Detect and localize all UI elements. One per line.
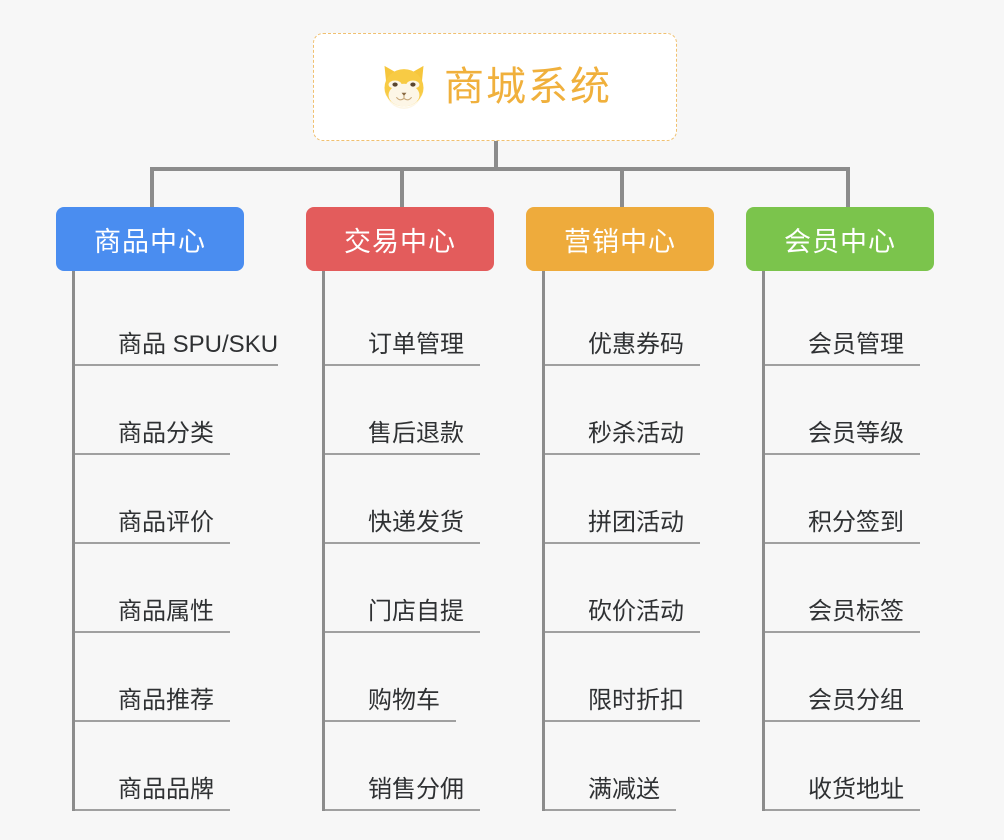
leaf-label: 快递发货 — [368, 509, 464, 536]
branch-column-member-center: 会员中心 会员管理 会员等级 积分签到 会员标签 会员分组 — [746, 207, 966, 811]
shiba-dog-icon — [384, 65, 424, 109]
leaf-underline — [75, 542, 230, 544]
leaf-label: 售后退款 — [368, 420, 464, 447]
branch-column-trade-center: 交易中心 订单管理 售后退款 快递发货 门店自提 购物车 — [306, 207, 526, 811]
leaf-item[interactable]: 会员管理 — [765, 277, 966, 366]
leaf-underline — [75, 809, 230, 811]
leaf-item[interactable]: 商品评价 — [75, 455, 306, 544]
connector-branch-4-vertical — [846, 167, 850, 209]
leaf-underline — [545, 542, 700, 544]
leaf-label: 会员等级 — [808, 420, 904, 447]
root-node[interactable]: 商城系统 — [313, 33, 677, 141]
connector-horizontal-bus — [150, 167, 850, 171]
leaf-label: 订单管理 — [368, 331, 464, 358]
leaf-label: 商品 SPU/SKU — [118, 331, 279, 358]
leaf-item[interactable]: 商品品牌 — [75, 722, 306, 811]
leaf-item[interactable]: 满减送 — [545, 722, 746, 811]
leaf-item[interactable]: 快递发货 — [325, 455, 526, 544]
leaf-item[interactable]: 商品推荐 — [75, 633, 306, 722]
leaf-item[interactable]: 商品分类 — [75, 366, 306, 455]
leaf-label: 优惠券码 — [588, 331, 684, 358]
leaf-item[interactable]: 积分签到 — [765, 455, 966, 544]
root-title: 商城系统 — [444, 65, 612, 109]
branch-header-label: 交易中心 — [344, 226, 456, 257]
leaf-item[interactable]: 优惠券码 — [545, 277, 746, 366]
leaf-item[interactable]: 限时折扣 — [545, 633, 746, 722]
leaf-label: 拼团活动 — [588, 509, 684, 536]
leaf-label: 商品品牌 — [118, 776, 214, 803]
leaf-underline — [325, 631, 480, 633]
leaf-label: 会员管理 — [808, 331, 904, 358]
leaf-item[interactable]: 订单管理 — [325, 277, 526, 366]
leaf-label: 满减送 — [588, 776, 660, 803]
leaf-label: 门店自提 — [368, 598, 464, 625]
leaf-underline — [765, 809, 920, 811]
leaf-underline — [75, 364, 278, 366]
leaf-underline — [325, 809, 480, 811]
leaf-underline — [765, 542, 920, 544]
leaf-item[interactable]: 收货地址 — [765, 722, 966, 811]
branch-column-marketing-center: 营销中心 优惠券码 秒杀活动 拼团活动 砍价活动 限时折扣 — [526, 207, 746, 811]
leaf-item[interactable]: 商品 SPU/SKU — [75, 277, 306, 366]
leaf-list-trade-center: 订单管理 售后退款 快递发货 门店自提 购物车 销售分佣 — [322, 271, 526, 811]
connector-branch-3-vertical — [620, 167, 624, 209]
leaf-underline — [545, 364, 700, 366]
leaf-list-marketing-center: 优惠券码 秒杀活动 拼团活动 砍价活动 限时折扣 满减送 — [542, 271, 746, 811]
leaf-underline — [545, 631, 700, 633]
connector-root-vertical — [494, 141, 498, 169]
leaf-underline — [75, 720, 230, 722]
leaf-item[interactable]: 拼团活动 — [545, 455, 746, 544]
branch-column-product-center: 商品中心 商品 SPU/SKU 商品分类 商品评价 商品属性 商品推荐 — [56, 207, 306, 811]
leaf-list-product-center: 商品 SPU/SKU 商品分类 商品评价 商品属性 商品推荐 商品品牌 — [72, 271, 306, 811]
leaf-item[interactable]: 售后退款 — [325, 366, 526, 455]
leaf-label: 商品分类 — [118, 420, 214, 447]
leaf-underline — [765, 453, 920, 455]
leaf-underline — [545, 809, 676, 811]
leaf-underline — [765, 364, 920, 366]
leaf-label: 会员分组 — [808, 687, 904, 714]
leaf-underline — [75, 453, 230, 455]
leaf-underline — [325, 720, 456, 722]
leaf-label: 商品属性 — [118, 598, 214, 625]
leaf-item[interactable]: 商品属性 — [75, 544, 306, 633]
leaf-underline — [75, 631, 230, 633]
leaf-item[interactable]: 秒杀活动 — [545, 366, 746, 455]
leaf-underline — [325, 542, 480, 544]
branch-header-trade-center[interactable]: 交易中心 — [306, 207, 494, 271]
leaf-item[interactable]: 会员分组 — [765, 633, 966, 722]
leaf-label: 秒杀活动 — [588, 420, 684, 447]
leaf-label: 砍价活动 — [588, 598, 684, 625]
leaf-label: 会员标签 — [808, 598, 904, 625]
leaf-underline — [545, 453, 700, 455]
connector-branch-1-vertical — [150, 167, 154, 209]
leaf-item[interactable]: 购物车 — [325, 633, 526, 722]
leaf-label: 商品推荐 — [118, 687, 214, 714]
leaf-label: 购物车 — [368, 687, 440, 714]
connector-branch-2-vertical — [400, 167, 404, 209]
branch-header-product-center[interactable]: 商品中心 — [56, 207, 244, 271]
branch-header-member-center[interactable]: 会员中心 — [746, 207, 934, 271]
leaf-label: 商品评价 — [118, 509, 214, 536]
leaf-label: 积分签到 — [808, 509, 904, 536]
branch-header-marketing-center[interactable]: 营销中心 — [526, 207, 714, 271]
leaf-underline — [325, 364, 480, 366]
leaf-underline — [545, 720, 700, 722]
leaf-item[interactable]: 销售分佣 — [325, 722, 526, 811]
leaf-label: 收货地址 — [808, 776, 904, 803]
leaf-item[interactable]: 砍价活动 — [545, 544, 746, 633]
leaf-item[interactable]: 会员标签 — [765, 544, 966, 633]
leaf-item[interactable]: 门店自提 — [325, 544, 526, 633]
leaf-label: 销售分佣 — [368, 776, 464, 803]
leaf-label: 限时折扣 — [588, 687, 684, 714]
branch-header-label: 商品中心 — [94, 226, 206, 257]
leaf-item[interactable]: 会员等级 — [765, 366, 966, 455]
branch-header-label: 营销中心 — [564, 226, 676, 257]
leaf-underline — [765, 720, 920, 722]
branch-header-label: 会员中心 — [784, 226, 896, 257]
leaf-list-member-center: 会员管理 会员等级 积分签到 会员标签 会员分组 收货地址 — [762, 271, 966, 811]
leaf-underline — [765, 631, 920, 633]
leaf-underline — [325, 453, 480, 455]
